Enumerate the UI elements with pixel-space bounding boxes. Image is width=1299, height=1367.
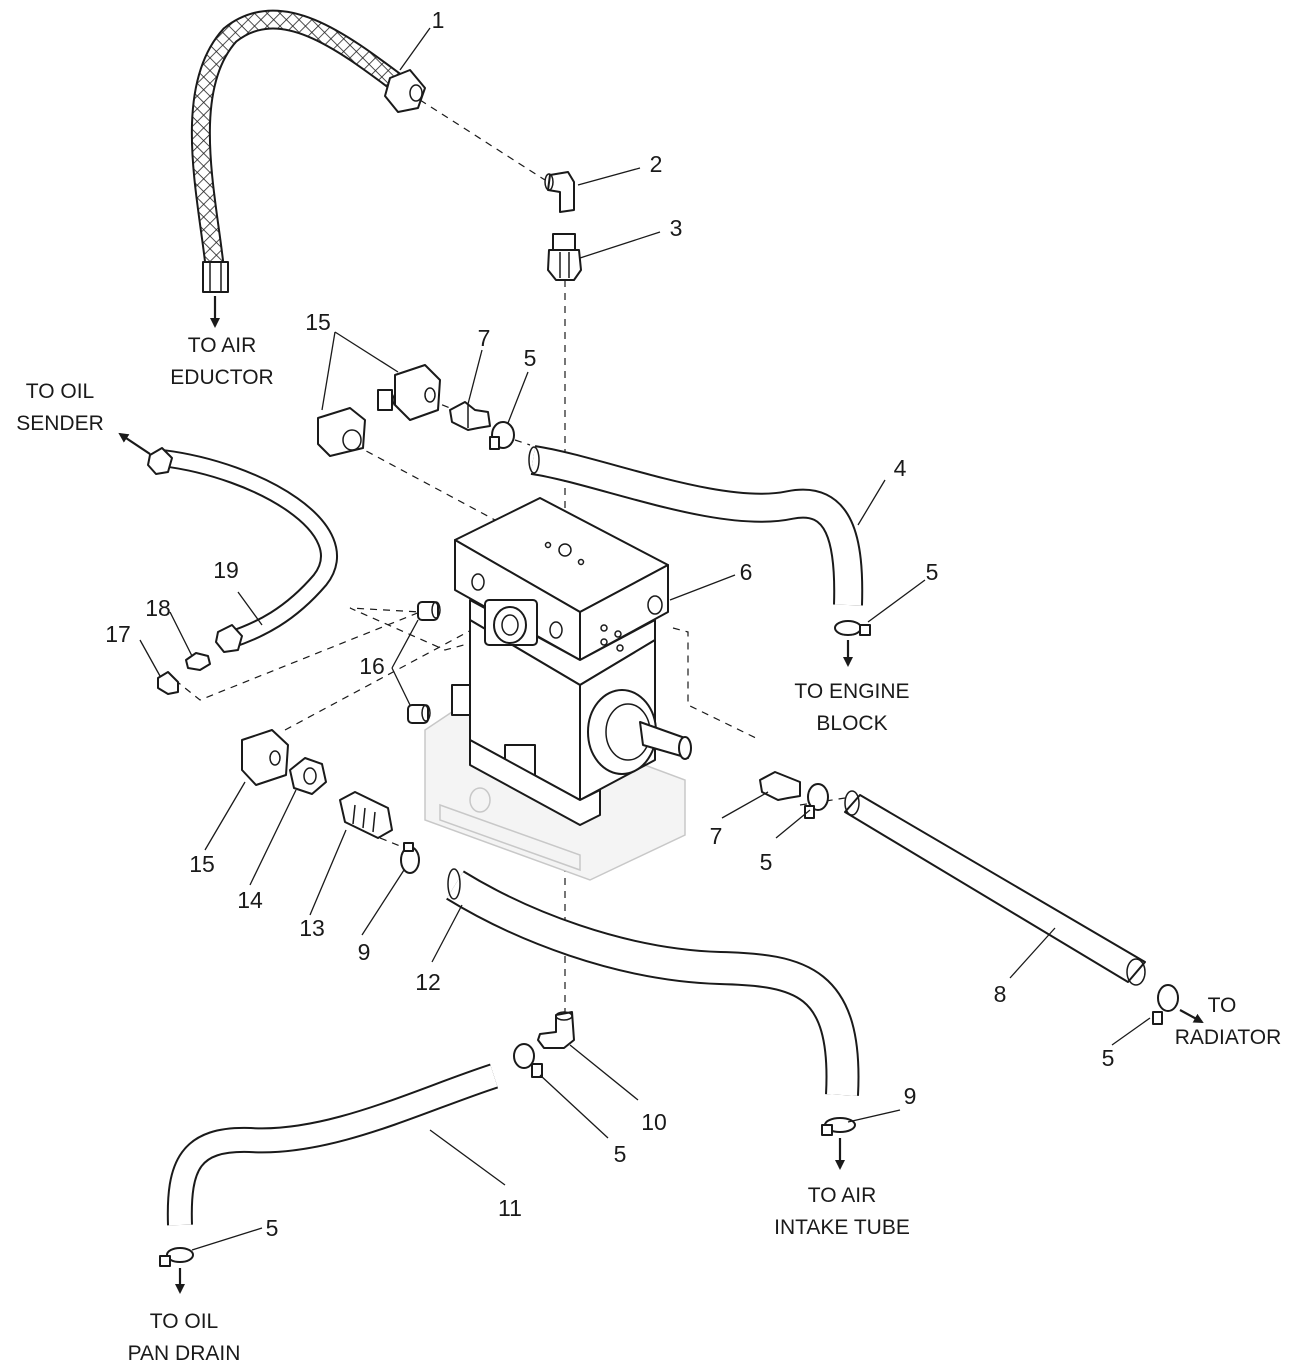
leader-lines xyxy=(139,27,1151,1251)
callout-5-radiator: 5 xyxy=(1102,1045,1115,1071)
air-intake-hose xyxy=(446,868,860,1096)
callout-7-upper: 7 xyxy=(478,325,491,351)
callout-14: 14 xyxy=(237,887,263,913)
hose-clamp-intake-upper xyxy=(400,842,420,874)
destination-labels: TO AIR EDUCTOR TO OIL SENDER TO ENGINE B… xyxy=(16,334,1281,1365)
callout-10: 10 xyxy=(641,1109,667,1135)
elbow-fitting xyxy=(544,171,575,213)
adapter-fitting xyxy=(185,652,211,671)
callout-8: 8 xyxy=(994,981,1007,1007)
label-radiator-2: RADIATOR xyxy=(1175,1026,1282,1049)
label-engine-block-1: TO ENGINE xyxy=(794,680,909,703)
label-air-eductor-1: TO AIR xyxy=(188,334,256,357)
callout-5-upper: 5 xyxy=(524,345,537,371)
oil-drain-hose xyxy=(166,1063,499,1226)
label-oil-pan-drain-1: TO OIL xyxy=(150,1310,218,1333)
label-oil-sender-2: SENDER xyxy=(16,412,104,435)
block-fitting-lower xyxy=(241,729,289,786)
callout-13: 13 xyxy=(299,915,325,941)
oil-sender-hose xyxy=(118,432,338,653)
callout-3: 3 xyxy=(670,215,683,241)
block-fittings-upper xyxy=(317,364,441,457)
label-radiator-1: TO xyxy=(1208,994,1237,1017)
label-air-intake-2: INTAKE TUBE xyxy=(774,1216,910,1239)
coolant-hose-upper xyxy=(528,445,864,606)
callout-19: 19 xyxy=(213,557,239,583)
radiator-hose xyxy=(844,790,1146,986)
hex-adapter xyxy=(289,757,327,795)
hose-clamp-intake-lower xyxy=(821,1117,856,1170)
label-oil-sender-1: TO OIL xyxy=(26,380,94,403)
callout-5-engine: 5 xyxy=(926,559,939,585)
callout-18: 18 xyxy=(145,595,171,621)
barb-fitting-lower xyxy=(759,771,801,801)
callout-5-drain: 5 xyxy=(614,1141,627,1167)
bushings xyxy=(407,601,441,724)
callout-6: 6 xyxy=(740,559,753,585)
hose-clamp-upper xyxy=(489,421,515,450)
air-compressor xyxy=(451,497,692,826)
callout-4: 4 xyxy=(894,455,907,481)
label-air-eductor-2: EDUCTOR xyxy=(170,366,273,389)
hose-barb-adapter xyxy=(339,791,393,839)
barb-fitting-upper xyxy=(449,401,491,431)
braided-hose xyxy=(190,9,426,293)
callout-5-pan: 5 xyxy=(266,1215,279,1241)
callout-9-lower: 9 xyxy=(904,1083,917,1109)
callout-15-upper: 15 xyxy=(305,309,331,335)
callout-17: 17 xyxy=(105,621,131,647)
label-engine-block-2: BLOCK xyxy=(816,712,887,735)
callout-2: 2 xyxy=(650,151,663,177)
label-oil-pan-drain-2: PAN DRAIN xyxy=(128,1342,241,1365)
callout-numbers: 1 2 3 15 7 5 4 5 6 19 18 17 16 15 14 13 … xyxy=(105,7,1114,1241)
callout-16: 16 xyxy=(359,653,385,679)
callout-9-upper: 9 xyxy=(358,939,371,965)
label-air-intake-1: TO AIR xyxy=(808,1184,876,1207)
hose-clamp-drain-lower xyxy=(159,1247,194,1294)
elbow-fitting-oil xyxy=(157,671,179,695)
callout-7-lower: 7 xyxy=(710,823,723,849)
elbow-barb-fitting xyxy=(537,1011,575,1049)
callout-1: 1 xyxy=(432,7,445,33)
callout-15-lower: 15 xyxy=(189,851,215,877)
hose-clamp-engine-block xyxy=(834,620,871,667)
callout-12: 12 xyxy=(415,969,441,995)
hose-clamp-drain-upper xyxy=(513,1043,543,1078)
callout-5-lower: 5 xyxy=(760,849,773,875)
hose-clamp-radiator xyxy=(1152,984,1204,1025)
pipe-nipple xyxy=(547,233,582,281)
hose-clamp-radiator-upper xyxy=(804,783,829,819)
callout-11: 11 xyxy=(498,1195,522,1221)
